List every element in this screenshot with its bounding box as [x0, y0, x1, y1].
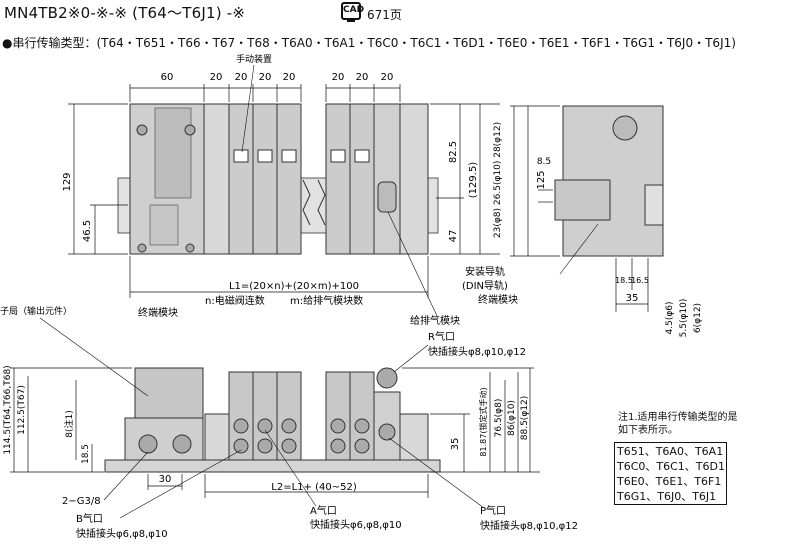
dim-81-87: 81.87(锁定式手动) [478, 387, 488, 456]
dim-20-e: 20 [332, 72, 345, 83]
note-row: T6G1、T6J0、T6J1 [617, 490, 717, 503]
note-table: T651、T6A0、T6A1 T6C0、T6C1、T6D1 T6E0、T6E1、… [614, 442, 727, 505]
l1-formula: L1=(20×n)+(20×m)+100 [229, 281, 359, 292]
m-supply-count: m:给排气模块数 [290, 294, 363, 307]
serial-types-subtitle: ●串行传输类型：(T64・T651・T66・T67・T68・T6A0・T6A1・… [2, 36, 736, 50]
dim-114-5: 114.5(T64,T66,T68) [3, 365, 13, 454]
dim-86: 86(φ10) [507, 400, 517, 436]
top-view: 60 20 20 20 20 20 20 20 手动装置 129 46.5 82… [62, 53, 500, 327]
p-port-label: P气口 [480, 504, 506, 517]
dim-82-5: 82.5 [448, 141, 459, 163]
dim-20-b: 20 [235, 72, 248, 83]
dim-76-5: 76.5(φ8) [494, 399, 504, 438]
dim-20-d: 20 [283, 72, 296, 83]
page-title: MN4TB2※0-※-※ (T64～T6J1) -※ [4, 4, 246, 22]
dim-20-g: 20 [381, 72, 394, 83]
dim-46-5: 46.5 [82, 220, 93, 242]
cad-page-ref[interactable]: 671页 [367, 8, 402, 22]
dim-30: 30 [159, 474, 172, 485]
manual-device-label: 手动装置 [236, 53, 272, 65]
dim-18-5-side: 18.5 [615, 276, 633, 285]
p-port-fittings: 快插接头φ8,φ10,φ12 [480, 519, 578, 532]
b-port-fittings: 快插接头φ6,φ8,φ10 [76, 527, 168, 540]
dim-88-5: 88.5(φ12) [520, 396, 530, 440]
dim-47: 47 [448, 230, 459, 243]
note-row: T651、T6A0、T6A1 [617, 445, 724, 458]
dim-20-c: 20 [259, 72, 272, 83]
side-view: 23(φ8) 26.5(φ10) 28(φ12) 125 8.5 安装导轨 (D… [462, 105, 703, 338]
dim-112-5: 112.5(T67) [17, 385, 27, 435]
dim-60: 60 [161, 72, 174, 83]
rail-label: 安装导轨 [465, 265, 505, 278]
note-row: T6E0、T6E1、T6F1 [617, 475, 722, 488]
n-valve-count: n:电磁阀连数 [205, 294, 265, 307]
l2-formula: L2=L1+ (40~52) [271, 482, 357, 493]
dim-35-front: 35 [450, 438, 461, 451]
a-port-label: A气口 [310, 504, 337, 517]
dim-129: 129 [62, 172, 73, 191]
dim-6: 6(φ12) [693, 303, 703, 333]
front-view: 子局（输出元件） 114.5(T64,T66,T68) 112.5(T67) 8… [0, 305, 578, 540]
cad-icon[interactable]: CAD [341, 2, 364, 22]
r-port-fittings: 快插接头φ8,φ10,φ12 [428, 345, 526, 358]
din-rail-label: (DIN导轨) [462, 279, 508, 292]
r-port-label: R气口 [428, 330, 455, 343]
a-port-fittings: 快插接头φ6,φ8,φ10 [310, 518, 402, 531]
dim-125: 125 [536, 170, 547, 189]
dim-5-5: 5.5(φ10) [679, 299, 689, 338]
dim-129-5: (129.5) [468, 162, 479, 199]
dim-20-f: 20 [356, 72, 369, 83]
end-block-right-label: 终端模块 [478, 293, 518, 306]
note-title: 注1.适用串行传输类型的是如下表所示。 [618, 412, 738, 436]
child-station-label: 子局（输出元件） [0, 305, 72, 317]
note-row: T6C0、T6C1、T6D1 [617, 460, 725, 473]
end-block-left-label: 终端模块 [138, 306, 178, 319]
dim-8-note: 8(注1) [63, 410, 75, 437]
g38-label: 2−G3/8 [62, 496, 101, 507]
dim-35-side: 35 [626, 293, 639, 304]
dim-20-a: 20 [210, 72, 223, 83]
dim-4-5: 4.5(φ6) [665, 302, 675, 335]
dim-16-5: 16.5 [631, 276, 649, 285]
b-port-label: B气口 [76, 512, 103, 525]
supply-block-label: 给排气模块 [410, 314, 460, 327]
side-port-dims: 23(φ8) 26.5(φ10) 28(φ12) [493, 122, 503, 238]
dim-18-5-front: 18.5 [81, 444, 91, 464]
dim-8-5: 8.5 [537, 157, 551, 167]
